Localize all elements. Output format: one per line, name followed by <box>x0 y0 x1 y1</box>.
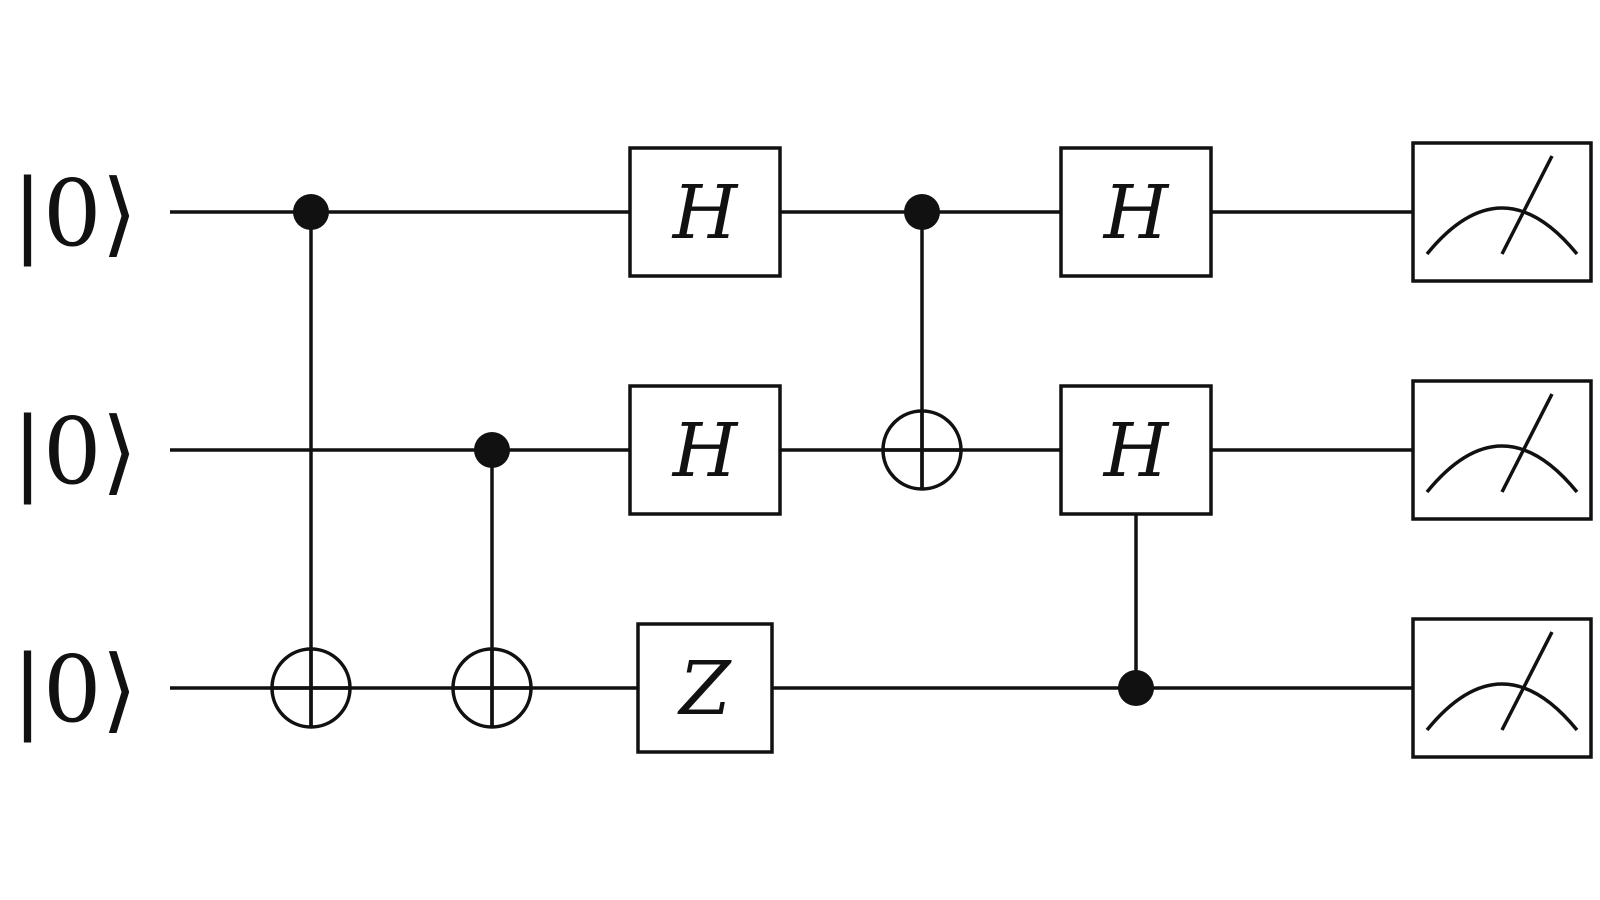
gate-2-single: H <box>628 146 782 278</box>
gates-layer: H H Z H H <box>270 141 1593 759</box>
gate-8-measure-box <box>1411 141 1593 283</box>
gate-10-measure-box <box>1411 617 1593 759</box>
gate-3-single-box <box>628 384 782 516</box>
gate-10-measure <box>1411 617 1593 759</box>
gate-2-single-label: H <box>671 170 739 256</box>
gate-9-measure-box <box>1411 379 1593 521</box>
gate-6-single-label: H <box>1102 170 1170 256</box>
gate-9-measure-arc <box>1425 444 1579 494</box>
gate-5-cnot-control-dot <box>904 194 940 230</box>
gate-4-single: Z <box>636 622 774 754</box>
gate-4-single-label: Z <box>677 646 732 732</box>
gate-6-single-box <box>1059 146 1213 278</box>
connectors-layer <box>309 212 1138 727</box>
gate-1-cnot-target <box>451 647 533 729</box>
gate-0-cnot-control-dot <box>293 194 329 230</box>
qubit-label-1: |0⟩ <box>12 398 137 505</box>
gate-5-cnot-target <box>881 409 963 491</box>
gate-9-measure-needle <box>1500 393 1554 493</box>
gate-6-single: H <box>1059 146 1213 278</box>
gate-3-single-label: H <box>671 408 739 494</box>
qubit-labels: |0⟩ |0⟩ |0⟩ <box>12 160 137 743</box>
qubit-label-2: |0⟩ <box>12 636 137 743</box>
gate-8-measure <box>1411 141 1593 283</box>
gate-10-measure-arc <box>1425 682 1579 732</box>
gate-9-measure <box>1411 379 1593 521</box>
gate-2-single-box <box>628 146 782 278</box>
gate-4-single-box <box>636 622 774 754</box>
gate-3-single: H <box>628 384 782 516</box>
qubit-label-0: |0⟩ <box>12 160 137 267</box>
gate-7-controlled-single-control-dot <box>1118 670 1154 706</box>
gate-7-controlled-single-box-gate-label: H <box>1102 408 1170 494</box>
gate-7-controlled-single-box-gate-box <box>1059 384 1213 516</box>
gate-8-measure-arc <box>1425 206 1579 256</box>
gate-10-measure-needle <box>1500 631 1554 731</box>
gate-8-measure-needle <box>1500 155 1554 255</box>
gate-0-cnot-target <box>270 647 352 729</box>
gate-7-controlled-single-box-gate: H <box>1059 384 1213 516</box>
wires-layer <box>170 210 1412 690</box>
gate-1-cnot-control-dot <box>474 432 510 468</box>
